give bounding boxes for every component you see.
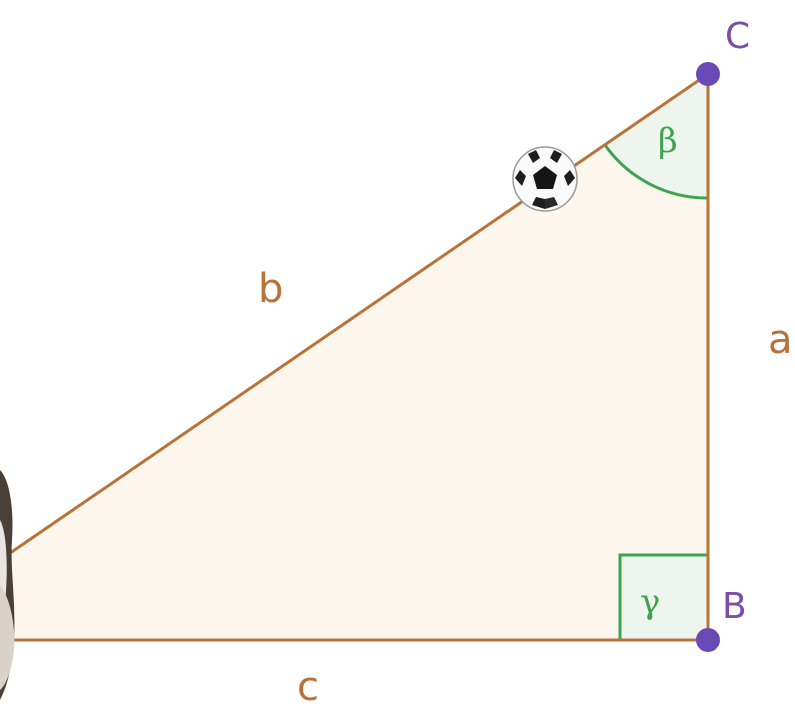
angle-gamma-mark (618, 553, 710, 642)
triangle-area (0, 74, 708, 640)
side-b-label: b (258, 266, 283, 312)
side-b-line (0, 72, 709, 562)
vertex-b-point (696, 628, 720, 652)
vertex-c-label: C (725, 16, 750, 57)
person-figure-icon (0, 470, 15, 700)
angle-beta-label: β (658, 121, 678, 161)
soccer-ball-icon (512, 146, 578, 212)
vertex-c-point (696, 62, 720, 86)
side-a-label: a (768, 317, 793, 363)
side-c-label: c (297, 664, 319, 708)
angle-gamma-label: γ (640, 582, 660, 622)
angle-beta-mark (603, 74, 709, 200)
vertex-b-label: B (722, 586, 747, 627)
